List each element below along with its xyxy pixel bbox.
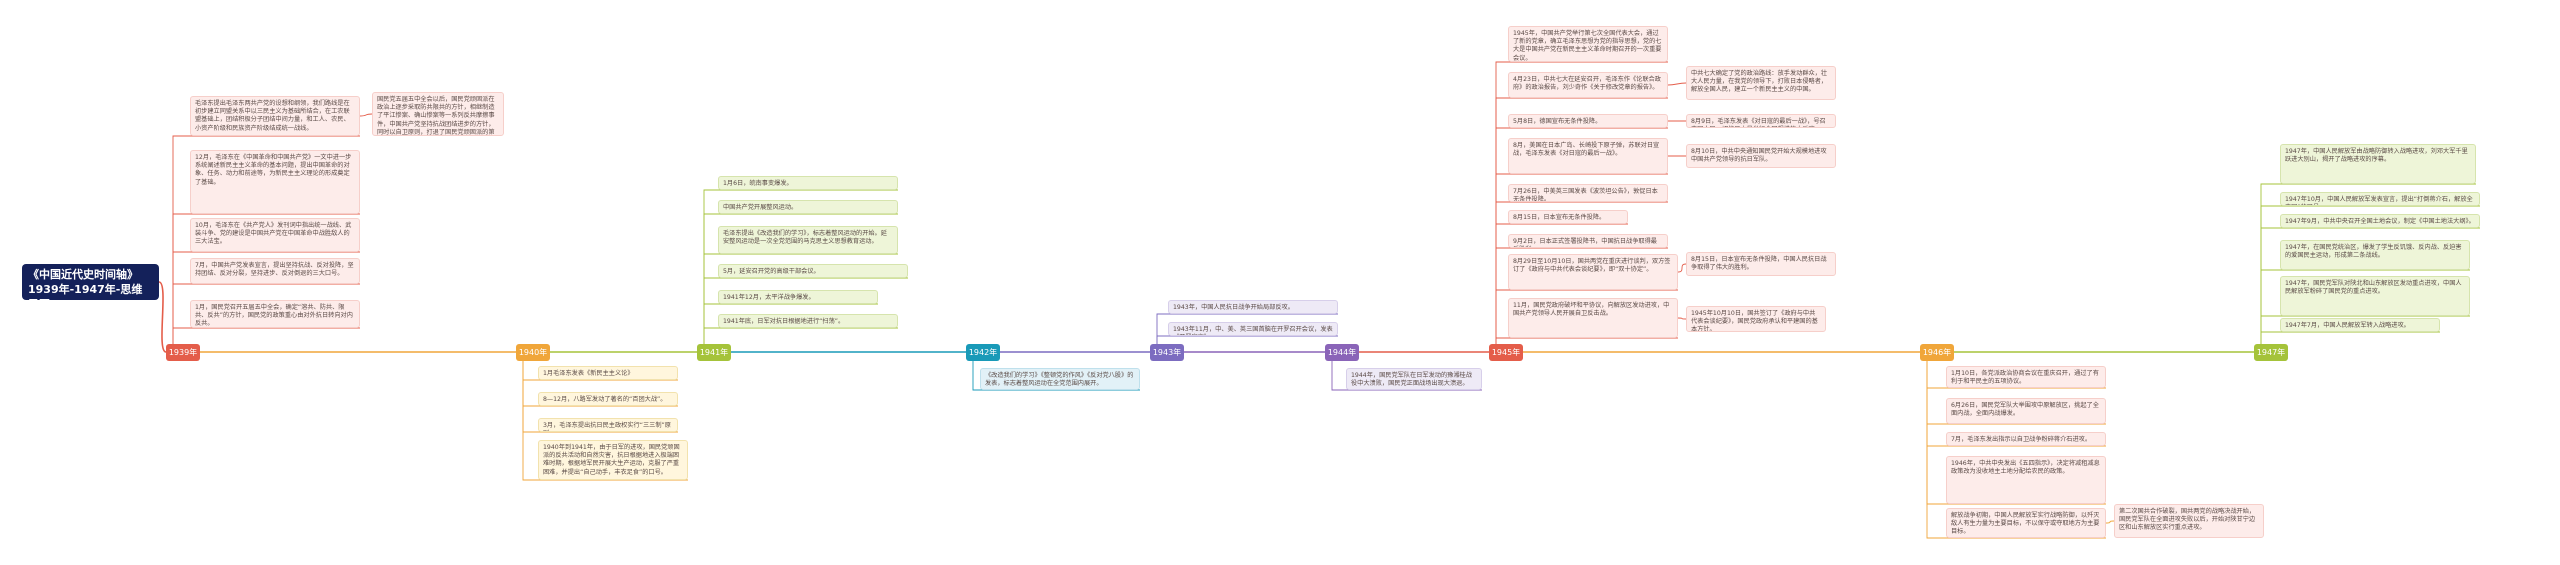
event-node-1945-3[interactable]: 5月8日，德国宣布无条件投降。 [1508,114,1668,128]
event-node-1946-5[interactable]: 解放战争初期，中国人民解放军实行战略防御，以歼灭敌人有生力量为主要目标，不以保守… [1946,508,2106,538]
year-node-1944[interactable]: 1944年 [1325,344,1359,361]
event-node-1939-1[interactable]: 毛泽东提出毛泽东两共产党的设想和纲领，我们路线是在初步建立同盟关系中以三民主义为… [190,96,360,136]
event-node-1939-4[interactable]: 7月，中国共产党发表宣言，提出坚持抗战、反对投降，坚持团结、反对分裂，坚持进步、… [190,258,360,284]
event-node-1945-sub-1[interactable]: 中共七大确定了党的政治路线：放手发动群众，壮大人民力量，在我党的领导下，打败日本… [1686,66,1836,100]
event-node-1946-3[interactable]: 7月，毛泽东发出指示以自卫战争粉碎蒋介石进攻。 [1946,432,2106,446]
event-node-1941-6[interactable]: 1941年底，日军对抗日根据地进行“扫荡”。 [718,314,898,328]
event-node-1946-sub[interactable]: 第二次国共合作破裂，国共两党的战略决战开始，国民党军队在全面进攻失败以后，开始对… [2114,504,2264,538]
event-node-1942[interactable]: 《改造我们的学习》《整顿党的作风》《反对党八股》的发表，标志着整风运动在全党范围… [980,368,1140,390]
event-node-1946-1[interactable]: 1月10日，各党派政治协商会议在重庆召开，通过了有利于和平民主的五项协议。 [1946,366,2106,388]
event-node-1941-3[interactable]: 毛泽东提出《改造我们的学习》，标志着整风运动的开始。延安整风运动是一次全党范围的… [718,226,898,254]
event-node-1946-2[interactable]: 6月26日，国民党军队大举围攻中原解放区，挑起了全面内战，全面内战爆发。 [1946,398,2106,424]
event-node-1939-sub[interactable]: 国民党五届五中全会以后，国民党顽固派在政治上逐步采取防共限共的方针，相继制造了平… [372,92,504,136]
event-node-1947-6[interactable]: 1947年7月，中国人民解放军转入战略进攻。 [2280,318,2440,332]
event-node-1945-6[interactable]: 8月15日，日本宣布无条件投降。 [1508,210,1628,224]
event-node-1939-3[interactable]: 10月，毛泽东在《共产党人》发刊词中指出统一战线、武装斗争、党的建设是中国共产党… [190,218,360,252]
event-node-1940-3[interactable]: 3月，毛泽东提出抗日民主政权实行“三三制”原则。 [538,418,678,432]
year-node-1942[interactable]: 1942年 [966,344,1000,361]
event-node-1945-2[interactable]: 4月23日，中共七大在延安召开，毛泽东作《论联合政府》的政治报告，刘少奇作《关于… [1508,72,1668,98]
event-node-1945-sub-2[interactable]: 8月9日，毛泽东发表《对日寇的最后一战》，号召中国人民一切抗日力量举行全国规模的… [1686,114,1836,128]
event-node-1941-5[interactable]: 1941年12月，太平洋战争爆发。 [718,290,878,304]
event-node-1946-4[interactable]: 1946年，中共中央发出《五四指示》，决定将减租减息政策改为没收地主土地分配给农… [1946,456,2106,504]
event-node-1939-2[interactable]: 12月，毛泽东在《中国革命和中国共产党》一文中进一步系统阐述新民主主义革命的基本… [190,150,360,214]
event-node-1947-2[interactable]: 1947年10月，中国人民解放军发表宣言，提出“打倒蒋介石，解放全中国”的口号。 [2280,192,2480,206]
event-node-1947-1[interactable]: 1947年，中国人民解放军由战略防御转入战略进攻，刘邓大军千里跃进大别山，揭开了… [2280,144,2476,184]
event-node-1940-4[interactable]: 1940年到1941年，由于日军的进攻，国民党顽固派的反共活动和自然灾害，抗日根… [538,440,688,480]
event-node-1945-sub-4[interactable]: 8月15日，日本宣布无条件投降，中国人民抗日战争取得了伟大的胜利。 [1686,252,1836,276]
event-node-1945-sub-3[interactable]: 8月10日，中共中央通知国民党开始大规模地进攻中国共产党领导的抗日军队。 [1686,144,1836,168]
event-node-1945-8[interactable]: 8月29日至10月10日，国共两党在重庆进行谈判，双方签订了《政府与中共代表会谈… [1508,254,1678,290]
year-node-1939[interactable]: 1939年 [166,344,200,361]
event-node-1940-1[interactable]: 1月毛泽东发表《新民主主义论》 [538,366,678,380]
year-node-1945[interactable]: 1945年 [1489,344,1523,361]
year-node-1940[interactable]: 1940年 [516,344,550,361]
event-node-1945-sub-5[interactable]: 1945年10月10日，国共签订了《政府与中共代表会谈纪要》，国民党政府承认和平… [1686,306,1826,332]
event-node-1945-9[interactable]: 11月，国民党政府破坏和平协议，向解放区发动进攻，中国共产党领导人民开展自卫反击… [1508,298,1678,338]
event-node-1945-5[interactable]: 7月26日，中美英三国发表《波茨坦公告》，敦促日本无条件投降。 [1508,184,1668,202]
event-node-1947-4[interactable]: 1947年，在国民党统治区，爆发了学生反饥饿、反内战、反迫害的爱国民主运动，形成… [2280,240,2470,270]
event-node-1941-2[interactable]: 中国共产党开展整风运动。 [718,200,898,214]
event-node-1947-5[interactable]: 1947年，国民党军队对陕北和山东解放区发动重点进攻，中国人民解放军粉碎了国民党… [2280,276,2470,316]
year-node-1943[interactable]: 1943年 [1150,344,1184,361]
event-node-1940-2[interactable]: 8—12月，八路军发动了著名的“百团大战”。 [538,392,678,406]
event-node-1945-4[interactable]: 8月，美国在日本广岛、长崎投下原子弹，苏联对日宣战，毛泽东发表《对日寇的最后一战… [1508,138,1668,174]
mindmap-title[interactable]: 《中国近代史时间轴》1939年-1947年-思维导图 [22,264,159,311]
event-node-1943-1[interactable]: 1943年，中国人民抗日战争开始局部反攻。 [1168,300,1338,314]
event-node-1941-4[interactable]: 5月，延安召开党的高级干部会议。 [718,264,908,278]
event-node-1945-7[interactable]: 9月2日，日本正式签署投降书，中国抗日战争取得最后胜利。 [1508,234,1668,248]
event-node-1939-5[interactable]: 1月，国民党召开五届五中全会，确定“溶共、防共、限共、反共”的方针，国民党的政策… [190,300,360,328]
event-node-1943-2[interactable]: 1943年11月，中、美、英三国首脑在开罗召开会议，发表《开罗宣言》。 [1168,322,1338,336]
event-node-1947-3[interactable]: 1947年9月，中共中央召开全国土地会议，制定《中国土地法大纲》。 [2280,214,2480,228]
year-node-1947[interactable]: 1947年 [2254,344,2288,361]
year-node-1946[interactable]: 1946年 [1920,344,1954,361]
event-node-1945-1[interactable]: 1945年，中国共产党举行第七次全国代表大会，通过了新的党章，确立毛泽东思想为党… [1508,26,1668,62]
event-node-1941-1[interactable]: 1月6日，皖南事变爆发。 [718,176,898,190]
event-node-1944[interactable]: 1944年，国民党军队在日军发动的豫湘桂战役中大溃败，国民党正面战场出现大溃退。 [1346,368,1482,390]
year-node-1941[interactable]: 1941年 [697,344,731,361]
